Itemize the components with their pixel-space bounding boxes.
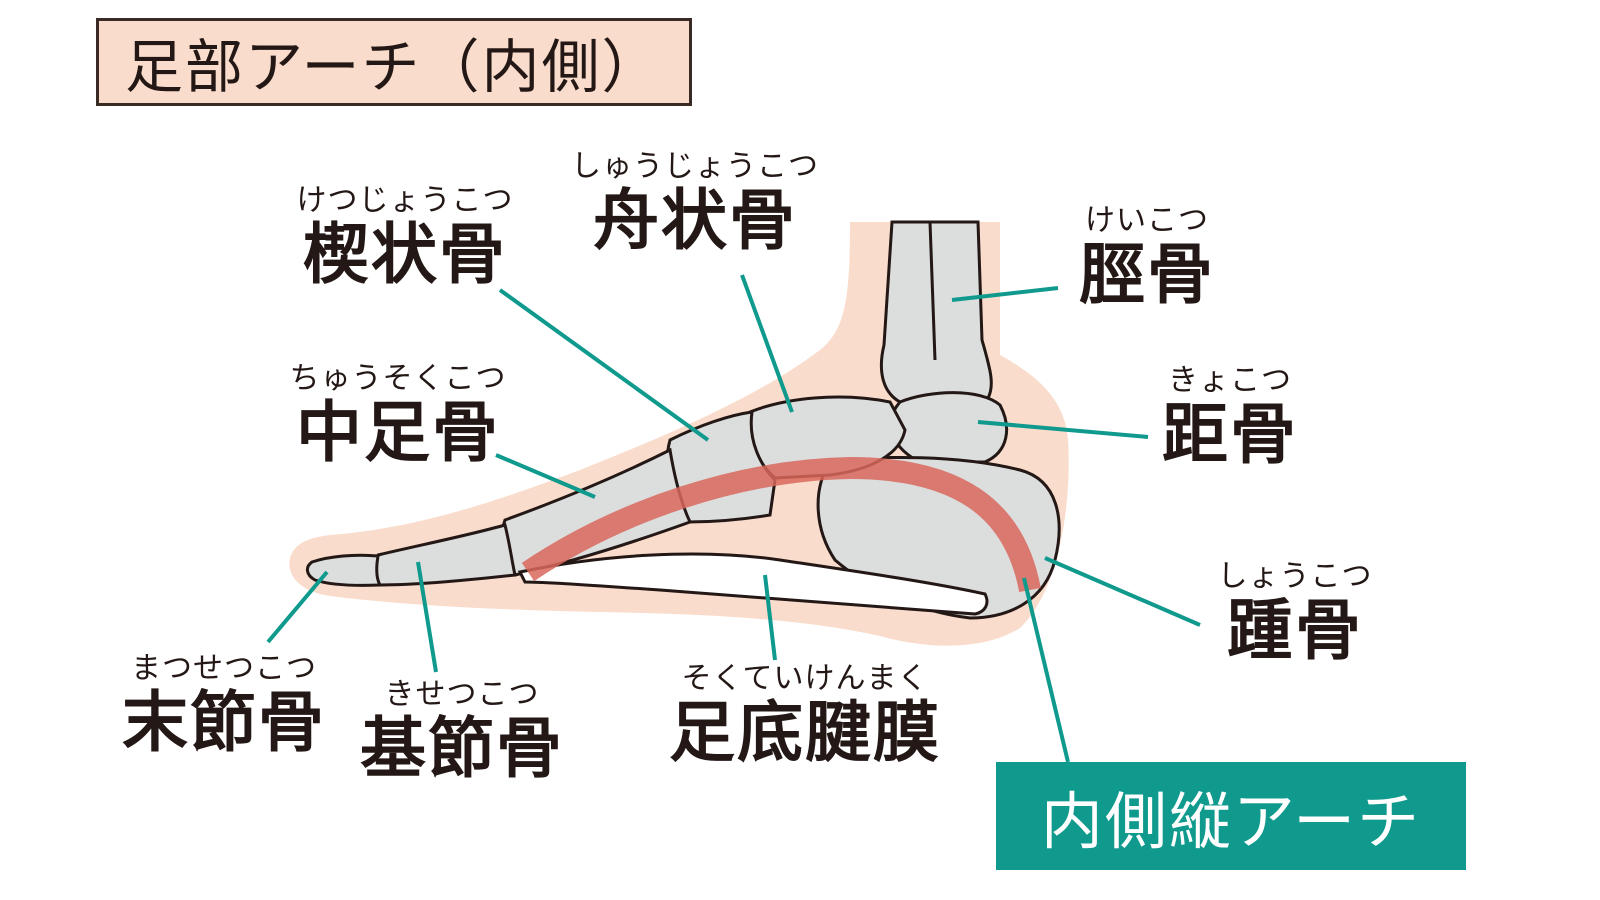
talus-bone bbox=[889, 391, 1009, 464]
leader-lines bbox=[266, 274, 1201, 763]
medial-arch-band bbox=[521, 456, 1041, 593]
ruby-talus: きょこつ bbox=[1168, 363, 1292, 398]
distal-phalanx-bone bbox=[306, 553, 383, 587]
leader-cuneiform bbox=[498, 288, 710, 442]
leader-arch bbox=[1022, 577, 1070, 763]
label-cuneiform: けつじょうこつ 楔状骨 bbox=[280, 186, 530, 288]
name-tibia: 脛骨 bbox=[1079, 236, 1215, 313]
leader-metatarsal bbox=[495, 453, 596, 499]
medial-arch-label: 内側縦アーチ bbox=[996, 762, 1466, 870]
name-metatarsal: 中足骨 bbox=[296, 394, 500, 471]
diagram-title: 足部アーチ（内側） bbox=[96, 18, 692, 106]
label-tibia: けいこつ 脛骨 bbox=[1062, 206, 1232, 308]
ruby-distal: まつせつこつ bbox=[131, 651, 317, 686]
leader-proximal bbox=[416, 561, 438, 673]
ruby-calcaneus: しょうこつ bbox=[1217, 559, 1373, 594]
name-navicular: 舟状骨 bbox=[593, 182, 797, 259]
name-talus: 距骨 bbox=[1162, 396, 1298, 473]
label-distal: まつせつこつ 末節骨 bbox=[104, 654, 344, 756]
label-calcaneus: しょうこつ 踵骨 bbox=[1200, 562, 1390, 664]
name-proximal: 基節骨 bbox=[360, 710, 564, 787]
label-talus: きょこつ 距骨 bbox=[1150, 366, 1310, 468]
leader-talus bbox=[977, 420, 1149, 439]
ruby-metatarsal: ちゅうそくこつ bbox=[289, 361, 507, 396]
leader-fascia bbox=[763, 574, 777, 661]
name-fascia: 足底腱膜 bbox=[669, 694, 941, 771]
fibula-line bbox=[928, 221, 937, 361]
label-fascia: そくていけんまく 足底腱膜 bbox=[650, 664, 960, 766]
name-calcaneus: 踵骨 bbox=[1227, 592, 1363, 669]
ruby-cuneiform: けつじょうこつ bbox=[296, 183, 514, 218]
leader-navicular bbox=[740, 274, 794, 413]
plantar-fascia bbox=[517, 552, 989, 616]
label-metatarsal: ちゅうそくこつ 中足骨 bbox=[268, 364, 528, 466]
label-navicular: しゅうじょうこつ 舟状骨 bbox=[555, 152, 835, 254]
leader-distal bbox=[266, 570, 329, 644]
ruby-proximal: きせつこつ bbox=[384, 677, 540, 712]
ruby-navicular: しゅうじょうこつ bbox=[571, 149, 819, 184]
tibia-bone bbox=[879, 220, 993, 404]
ruby-tibia: けいこつ bbox=[1085, 203, 1209, 238]
label-proximal: きせつこつ 基節骨 bbox=[352, 680, 572, 782]
leader-tibia bbox=[951, 286, 1059, 302]
ruby-fascia: そくていけんまく bbox=[681, 661, 929, 696]
name-distal: 末節骨 bbox=[122, 684, 326, 761]
name-cuneiform: 楔状骨 bbox=[303, 216, 507, 293]
leader-calcaneus bbox=[1044, 556, 1201, 627]
